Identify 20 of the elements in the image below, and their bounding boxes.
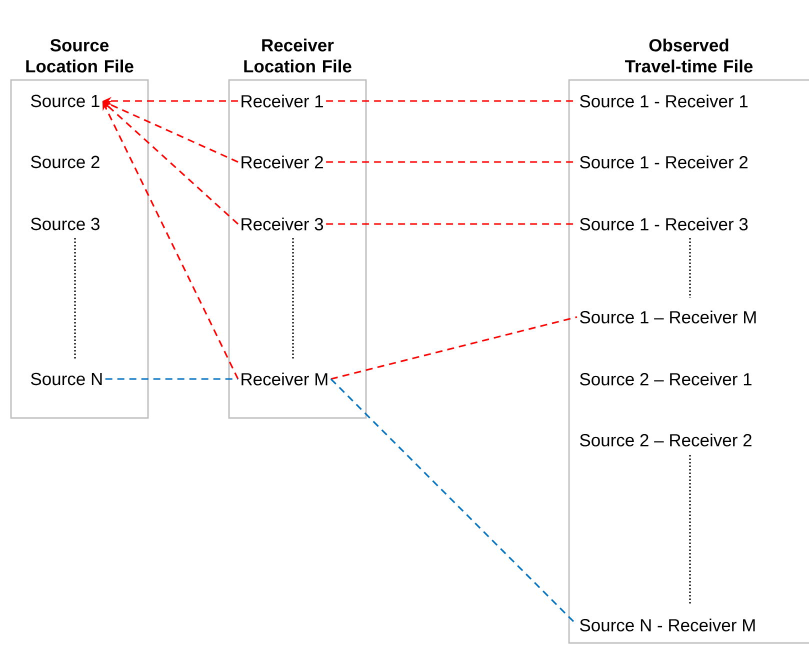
list-item: Receiver 2 [242,156,323,168]
list-item: Receiver 1 [242,94,323,108]
list-item: Source 3 [31,218,100,230]
list-item: Source N - Receiver M [580,618,755,632]
node-label: Receiver Location File [244,38,352,72]
list-item: Source 1 - Receiver 1 [580,94,748,108]
dashed-connector [330,316,578,380]
list-item: Source 1 [31,94,100,108]
list-item: Receiver 3 [242,218,324,230]
list-item: Source N [31,372,102,386]
dashed-connector [105,378,238,380]
list-item: Source 1 - Receiver 2 [580,156,748,168]
list-item: Source 2 – Receiver 2 [580,434,752,446]
list-item: Source 1 – Receiver M [580,310,756,324]
node-label: Source Location File [26,39,134,72]
list-item: Source 2 [31,156,100,168]
list-item: Source 2 – Receiver 1 [580,372,752,386]
node-label: Observed Travel-time File [625,38,753,72]
list-item: Receiver M [242,372,328,386]
list-item: Source 1 - Receiver 3 [580,218,748,230]
